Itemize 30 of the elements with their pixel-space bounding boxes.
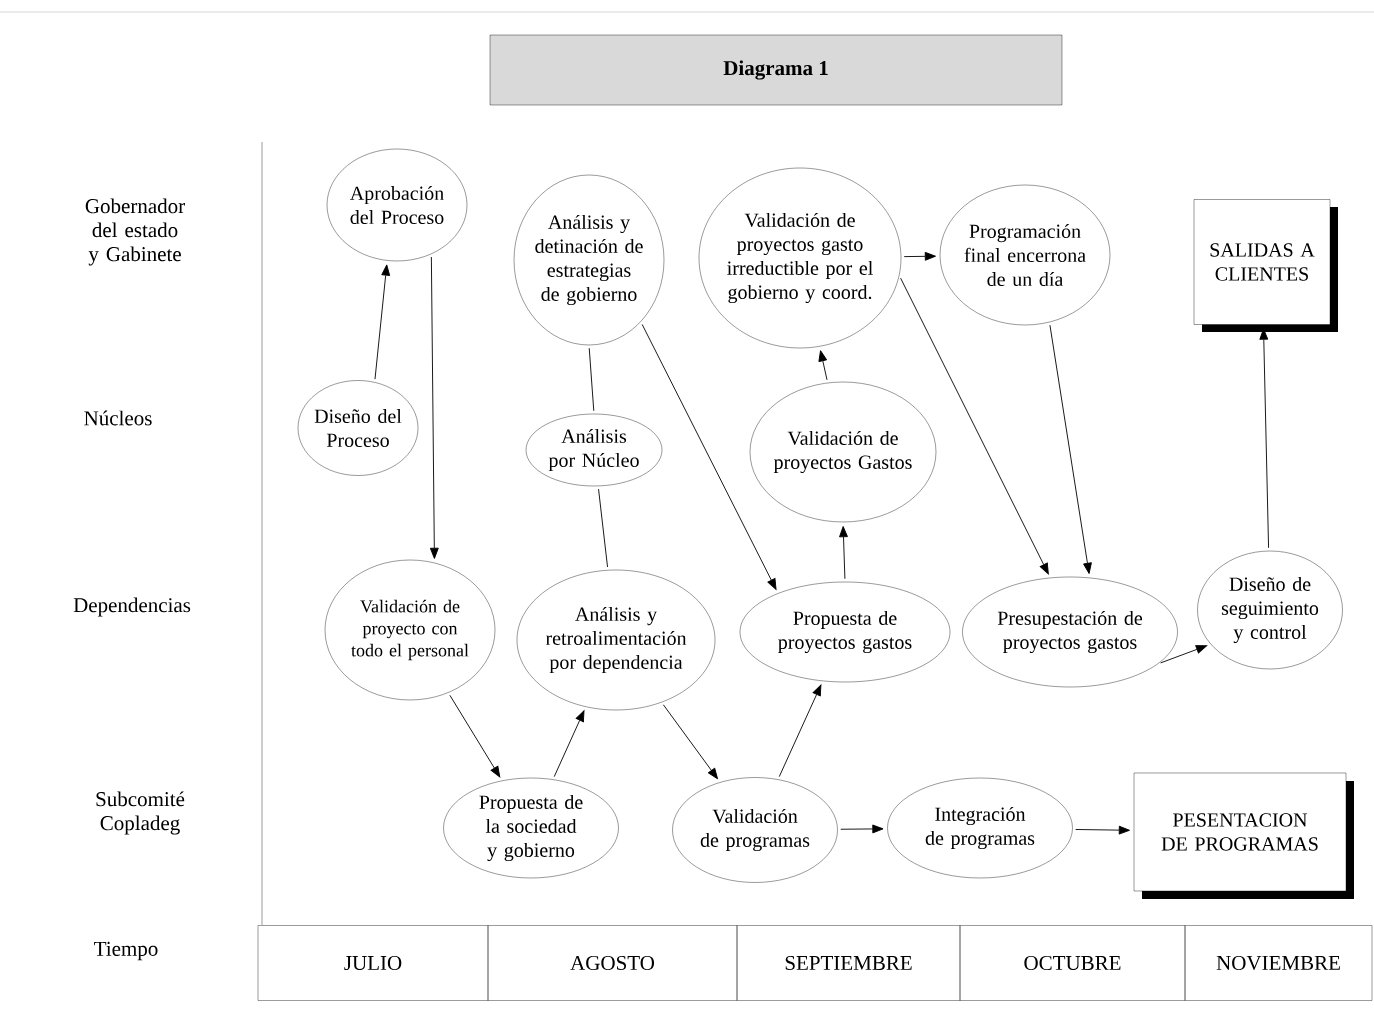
output-box: PESENTACION DE PROGRAMAS: [1133, 772, 1354, 899]
month-cell: SEPTIEMBRE: [736, 925, 961, 1001]
arrow: [903, 251, 936, 261]
output-box: SALIDAS A CLIENTES: [1193, 199, 1338, 332]
row-label: Tiempo: [94, 941, 158, 961]
row-label: Gobernador del estado y Gabinete: [85, 198, 185, 266]
arrow: [1049, 324, 1092, 574]
arrow: [374, 264, 391, 380]
row-label: Dependencias: [73, 597, 191, 617]
month-cell: AGOSTO: [487, 925, 738, 1001]
arrow: [553, 710, 585, 778]
connector-line: [588, 347, 595, 412]
arrow: [662, 704, 718, 780]
arrow: [449, 694, 501, 778]
arrow: [429, 256, 439, 559]
arrow: [818, 350, 828, 381]
month-cell: NOVIEMBRE: [1184, 925, 1373, 1001]
arrow: [1160, 645, 1208, 664]
month-cell: OCTUBRE: [959, 925, 1186, 1001]
title-box: Diagrama 1: [489, 34, 1063, 106]
arrow: [839, 526, 848, 580]
arrow: [1075, 825, 1130, 835]
row-label: Núcleos: [84, 410, 152, 426]
arrow: [778, 684, 822, 778]
arrow: [840, 824, 884, 834]
arrow: [641, 323, 777, 590]
arrow: [900, 277, 1049, 575]
month-cell: JULIO: [257, 925, 489, 1001]
row-label: Subcomité Copladeg: [96, 791, 185, 835]
connector-line: [598, 488, 608, 568]
